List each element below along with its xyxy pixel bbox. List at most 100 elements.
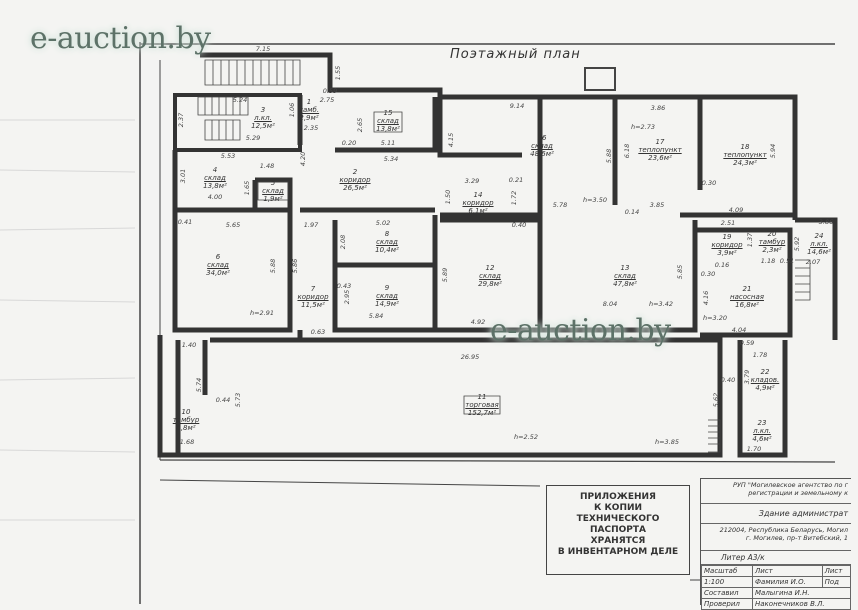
cell: Фамилия И.О. — [752, 576, 823, 588]
cell: Под — [821, 576, 852, 588]
dimension: 3.01 — [179, 168, 187, 184]
building-name: Здание администрат — [701, 504, 851, 524]
watermark-center: e-auction.by — [490, 313, 671, 348]
dimension: 0.30 — [701, 179, 717, 187]
dimension: 0.41 — [177, 218, 193, 226]
dimension: h=3.20 — [702, 314, 728, 322]
dimension: 4.15 — [447, 132, 455, 148]
stamp-line: ПАСПОРТА — [590, 525, 646, 535]
stamp-line: ПРИЛОЖЕНИЯ — [580, 492, 656, 502]
dimension: 5.84 — [368, 312, 384, 320]
dimension: 0.63 — [310, 328, 326, 336]
dimension: 5.62 — [712, 392, 720, 408]
dimension: 0.40 — [511, 221, 527, 229]
dimension: 0.21 — [508, 176, 524, 184]
dimension: 0.44 — [215, 396, 231, 404]
dimension: 2.95 — [343, 289, 351, 305]
dimension: 5.88 — [605, 148, 613, 164]
dimension: 5.94 — [769, 143, 777, 159]
dimension: 8.04 — [602, 300, 618, 308]
stamp-line: В ИНВЕНТАРНОМ ДЕЛЕ — [557, 547, 679, 557]
dimension: 3.29 — [464, 177, 480, 185]
dimension: h=3.85 — [654, 438, 680, 446]
dimension: 2.07 — [805, 258, 821, 266]
dimension: 1.37 — [746, 232, 754, 248]
dimension: 1.50 — [444, 189, 452, 205]
dimension: 1.68 — [179, 438, 195, 446]
dimension: h=2.52 — [513, 433, 539, 441]
dimension: 1.72 — [510, 190, 518, 206]
dimension: 5.73 — [234, 392, 242, 408]
cell: Масштаб — [701, 565, 753, 577]
stamp-line: К КОПИИ — [593, 503, 643, 513]
dimension: 2.37 — [177, 112, 185, 128]
dimension: 4.00 — [207, 193, 223, 201]
plan-title: Поэтажный план — [450, 47, 581, 62]
cell: Составил — [701, 587, 753, 599]
dimension: 0.51 — [779, 257, 795, 265]
dimension: 2.35 — [303, 124, 319, 132]
archive-stamp: ПРИЛОЖЕНИЯ К КОПИИ ТЕХНИЧЕСКОГО ПАСПОРТА… — [546, 485, 690, 575]
dimension: 3.86 — [818, 218, 834, 226]
dimension: 5.85 — [676, 264, 684, 280]
watermark-top-left: e-auction.by — [30, 21, 211, 56]
dimension: 1.70 — [746, 445, 762, 453]
dimension: 5.02 — [375, 219, 391, 227]
dimension: 4.16 — [702, 290, 710, 306]
dimension: 5.29 — [245, 134, 261, 142]
dimension: 0.59 — [739, 339, 755, 347]
stamp-line: ТЕХНИЧЕСКОГО — [576, 514, 660, 524]
dimension: 1.18 — [760, 257, 776, 265]
dimension: 4.09 — [728, 206, 744, 214]
liter: Литер А3/к — [701, 551, 851, 565]
cell: Лист — [821, 565, 852, 577]
dimension: 0.43 — [336, 282, 352, 290]
cell: Малыгина И.Н. — [752, 587, 851, 599]
dimension: 4.20 — [299, 151, 307, 167]
dimension: 26.95 — [460, 353, 480, 361]
dimension: 5.92 — [793, 236, 801, 252]
dimension: 2.65 — [356, 117, 364, 133]
dimension: 4.04 — [731, 326, 747, 334]
dimension: 5.65 — [225, 221, 241, 229]
dimension: 1.78 — [752, 351, 768, 359]
dimension: 5.34 — [383, 155, 399, 163]
dimension: 5.89 — [441, 267, 449, 283]
dimension: h=3.42 — [648, 300, 674, 308]
dimension: 0.59 — [322, 87, 338, 95]
dimension: 2.51 — [720, 219, 736, 227]
dimension: 5.74 — [195, 377, 203, 393]
dimension: 4.92 — [470, 318, 486, 326]
dimension: 1.97 — [303, 221, 319, 229]
dimension: 6.18 — [623, 143, 631, 159]
dimension: 5.78 — [552, 201, 568, 209]
cell: 1:100 — [701, 576, 753, 588]
cell: Лист — [752, 565, 823, 577]
dimension: 5.88 — [269, 258, 277, 274]
dimension: 5.53 — [220, 152, 236, 160]
dimension: 3.79 — [743, 369, 751, 385]
dimension: 3.86 — [650, 104, 666, 112]
dimension: 7.15 — [255, 45, 271, 53]
dimension: h=2.73 — [630, 123, 656, 131]
dimension: 1.48 — [259, 162, 275, 170]
